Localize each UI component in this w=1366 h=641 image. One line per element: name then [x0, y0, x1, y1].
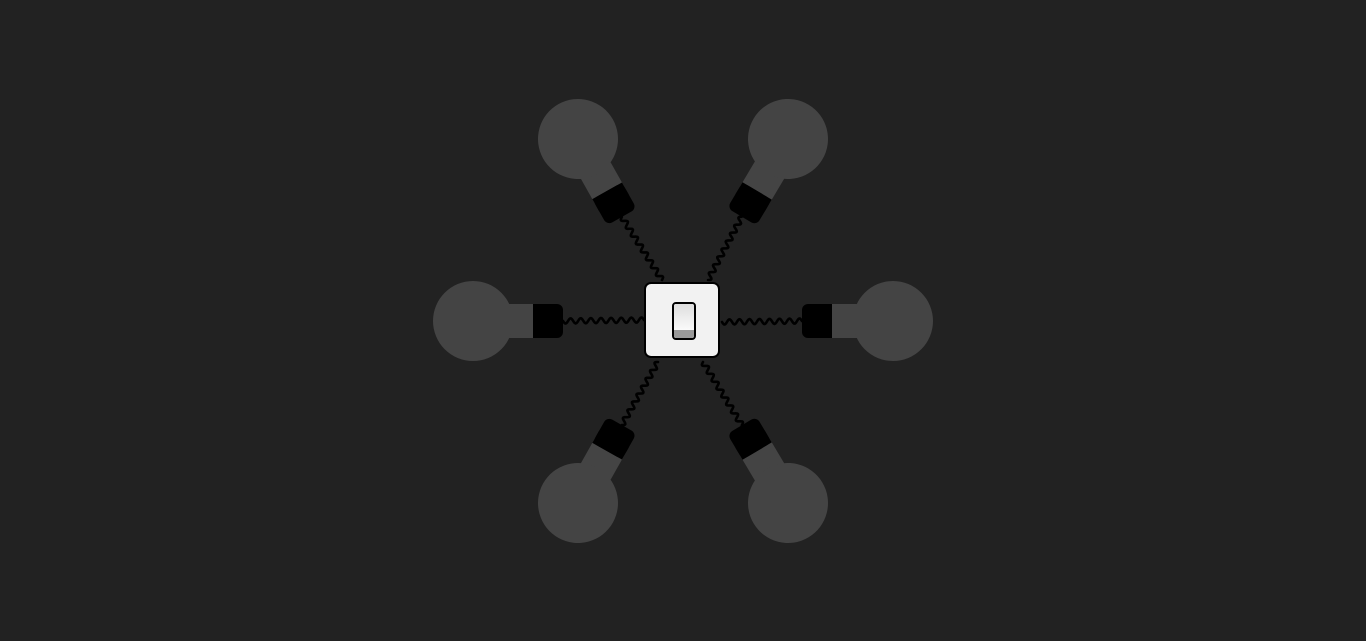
bulb-globe: [433, 281, 513, 361]
wire-top-right: [706, 215, 744, 282]
bulb-socket-base: [533, 304, 547, 338]
bulb-top-right[interactable]: [707, 84, 842, 237]
bulb-globe: [748, 463, 828, 543]
bulb-socket-base: [592, 182, 629, 212]
wire-bottom-left: [620, 360, 660, 427]
bulb-top-left[interactable]: [524, 85, 657, 237]
bulb-globe: [538, 463, 618, 543]
bulb-socket-base: [735, 182, 772, 212]
bulb-right[interactable]: [802, 281, 933, 361]
bulb-globe: [538, 99, 618, 179]
switch-rocker-face: [674, 304, 694, 330]
bulb-bottom-right[interactable]: [707, 405, 842, 558]
bulb-globe: [853, 281, 933, 361]
wire-bottom-right: [700, 360, 745, 427]
wire-right: [720, 317, 804, 326]
wire-left: [561, 316, 646, 325]
bulb-left[interactable]: [433, 281, 563, 361]
bulb-globe: [748, 99, 828, 179]
bulb-socket-base: [818, 304, 832, 338]
wire-top-left: [619, 215, 665, 282]
switch-rocker[interactable]: [672, 302, 696, 340]
light-switch[interactable]: [644, 282, 720, 358]
bulb-socket-base: [592, 430, 629, 460]
bulb-bottom-left[interactable]: [524, 405, 657, 557]
bulb-socket-base: [735, 430, 772, 460]
switch-rocker-shade: [674, 330, 694, 338]
